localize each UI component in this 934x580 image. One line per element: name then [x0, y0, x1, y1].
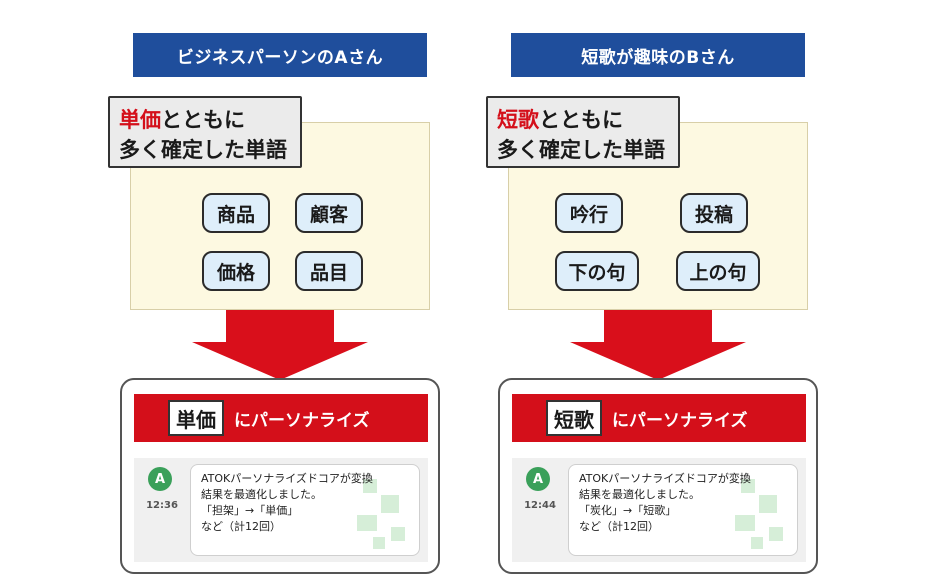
word-pill: 吟行 — [555, 193, 623, 233]
word-pill: 下の句 — [555, 251, 639, 291]
word-pill: 価格 — [202, 251, 270, 291]
message-line: 「担架」→「単価」 — [201, 504, 299, 517]
callout-highlight: 単価 — [119, 108, 161, 132]
notification-time: 12:44 — [524, 500, 556, 511]
callout-line1-rest: とともに — [161, 108, 245, 132]
message-line: 結果を最適化しました。 — [579, 488, 700, 501]
mosaic-decoration — [741, 479, 755, 493]
word-pill: 顧客 — [295, 193, 363, 233]
message-line: ATOKパーソナライズドコアが変換 — [579, 472, 751, 485]
notification-time: 12:36 — [146, 500, 178, 511]
callout-line1-rest: とともに — [539, 108, 623, 132]
down-arrow-head — [570, 342, 746, 380]
persona-column-a: ビジネスパーソンのAさん 単価とともに 多く確定した単語 商品 顧客 価格 品目… — [108, 0, 440, 580]
result-card: 単価 にパーソナライズ A 12:36 ATOKパーソナライズドコアが変換 結果… — [120, 378, 440, 574]
mosaic-decoration — [363, 479, 377, 493]
message-line: 「炭化」→「短歌」 — [579, 504, 677, 517]
mosaic-decoration — [373, 537, 385, 549]
atok-avatar-icon: A — [148, 467, 172, 491]
notification-message: ATOKパーソナライズドコアが変換 結果を最適化しました。 「炭化」→「短歌」 … — [579, 471, 751, 535]
callout-highlight: 短歌 — [497, 108, 539, 132]
personalize-suffix: にパーソナライズ — [234, 410, 370, 431]
notification: A 12:44 ATOKパーソナライズドコアが変換 結果を最適化しました。 「炭… — [512, 458, 806, 562]
word-callout: 単価とともに 多く確定した単語 — [108, 96, 302, 168]
mosaic-decoration — [751, 537, 763, 549]
word-pill: 上の句 — [676, 251, 760, 291]
mosaic-decoration — [391, 527, 405, 541]
atok-avatar-icon: A — [526, 467, 550, 491]
down-arrow-head — [192, 342, 368, 380]
word-pill: 商品 — [202, 193, 270, 233]
notification-bubble: ATOKパーソナライズドコアが変換 結果を最適化しました。 「担架」→「単価」 … — [190, 464, 420, 556]
personalize-keyword: 短歌 — [546, 400, 602, 436]
mosaic-decoration — [381, 495, 399, 513]
message-line: など（計12回） — [579, 520, 659, 533]
callout-line2: 多く確定した単語 — [119, 138, 287, 162]
mosaic-decoration — [357, 515, 377, 531]
down-arrow-icon — [226, 310, 334, 342]
persona-header: 短歌が趣味のBさん — [511, 33, 805, 77]
notification-bubble: ATOKパーソナライズドコアが変換 結果を最適化しました。 「炭化」→「短歌」 … — [568, 464, 798, 556]
persona-column-b: 短歌が趣味のBさん 短歌とともに 多く確定した単語 吟行 投稿 下の句 上の句 … — [486, 0, 818, 580]
personalize-keyword: 単価 — [168, 400, 224, 436]
notification: A 12:36 ATOKパーソナライズドコアが変換 結果を最適化しました。 「担… — [134, 458, 428, 562]
word-pill: 品目 — [295, 251, 363, 291]
message-line: 結果を最適化しました。 — [201, 488, 322, 501]
mosaic-decoration — [735, 515, 755, 531]
notification-message: ATOKパーソナライズドコアが変換 結果を最適化しました。 「担架」→「単価」 … — [201, 471, 373, 535]
message-line: ATOKパーソナライズドコアが変換 — [201, 472, 373, 485]
result-card: 短歌 にパーソナライズ A 12:44 ATOKパーソナライズドコアが変換 結果… — [498, 378, 818, 574]
word-pill: 投稿 — [680, 193, 748, 233]
message-line: など（計12回） — [201, 520, 281, 533]
personalize-banner: 単価 にパーソナライズ — [134, 394, 428, 442]
persona-header: ビジネスパーソンのAさん — [133, 33, 427, 77]
personalize-banner: 短歌 にパーソナライズ — [512, 394, 806, 442]
callout-line2: 多く確定した単語 — [497, 138, 665, 162]
mosaic-decoration — [759, 495, 777, 513]
mosaic-decoration — [769, 527, 783, 541]
personalize-suffix: にパーソナライズ — [612, 410, 748, 431]
word-callout: 短歌とともに 多く確定した単語 — [486, 96, 680, 168]
down-arrow-icon — [604, 310, 712, 342]
